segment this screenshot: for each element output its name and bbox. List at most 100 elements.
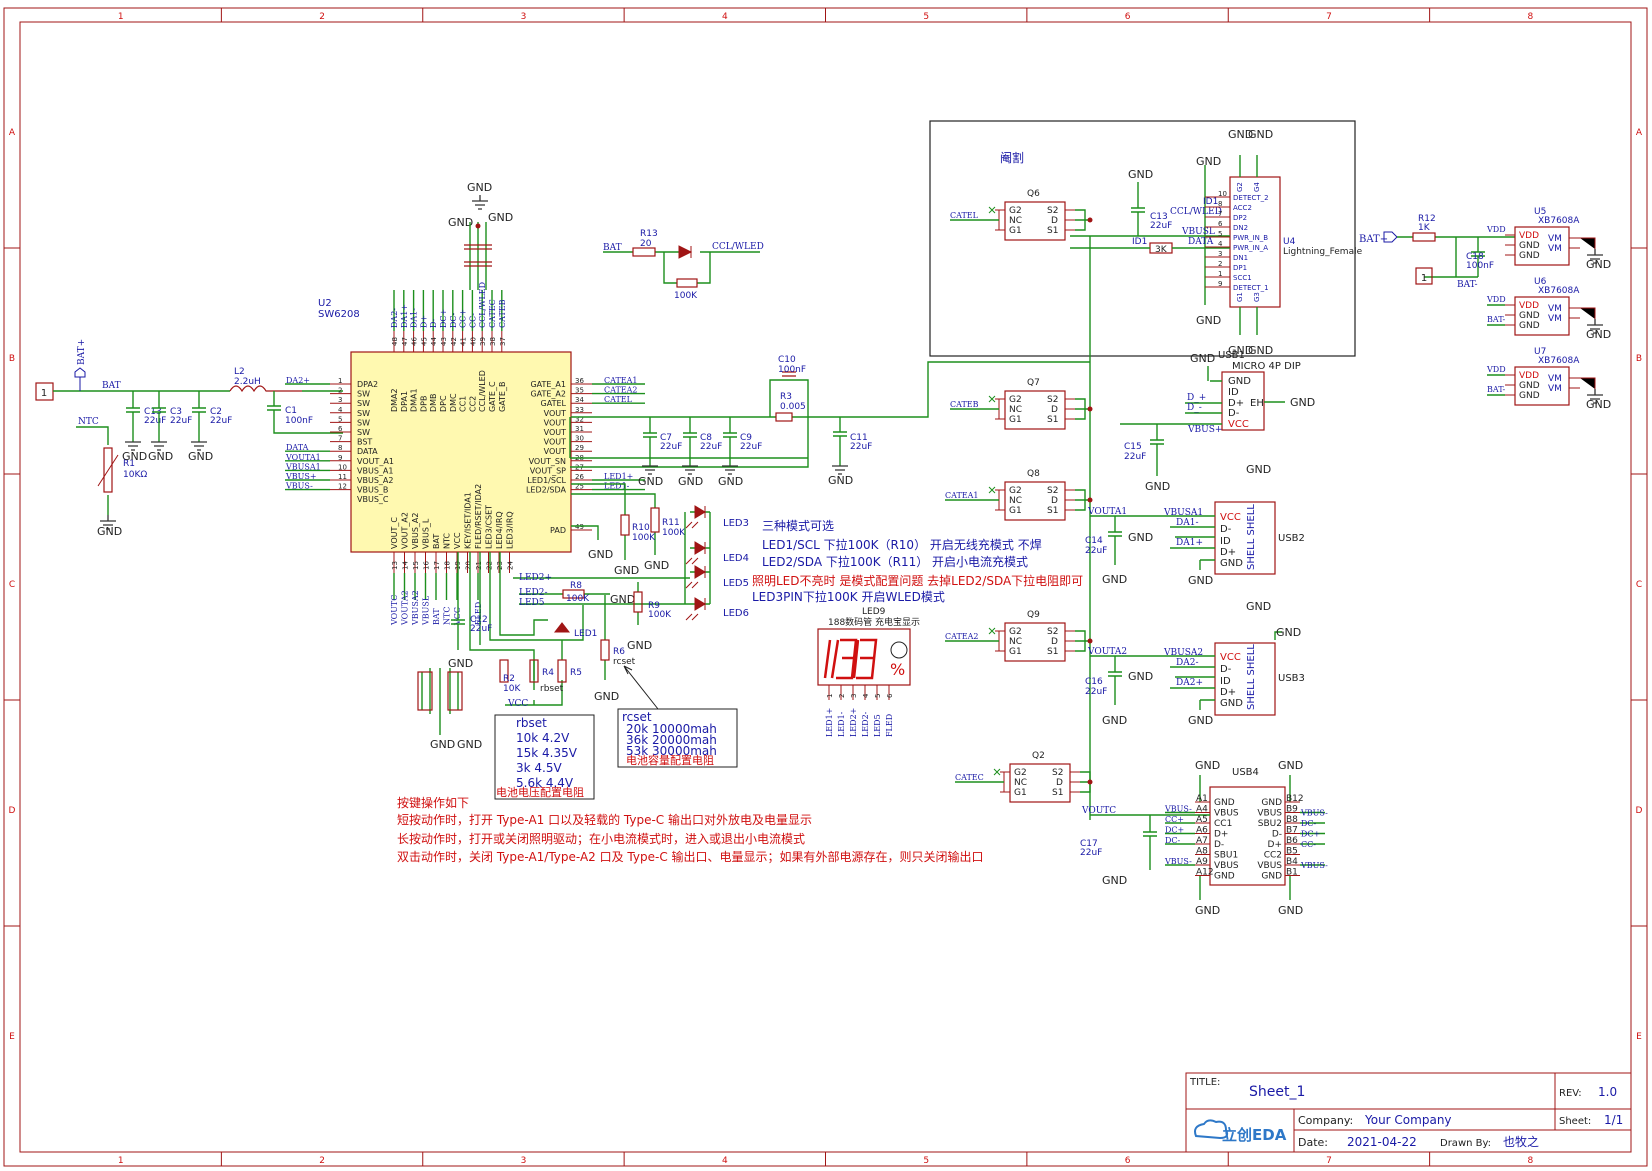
seg-pin-net: LED2+	[849, 708, 858, 737]
led4-label: LED4	[723, 553, 749, 564]
frame-column-label: 1	[118, 12, 124, 22]
chip-pin-name: VCC	[453, 532, 462, 549]
chip-pin-name: DATA	[357, 447, 378, 456]
gnd-label: GND	[1248, 344, 1273, 357]
chip-pin-name: DPA1	[400, 391, 409, 412]
usb4-ref: USB4	[1232, 767, 1259, 778]
chip-pin-number: 13	[391, 561, 399, 570]
mosfet-pin-name: G2	[1009, 627, 1022, 637]
chip-pin-name: BST	[357, 438, 372, 447]
usb3-pin: VCC	[1220, 652, 1241, 663]
mosfet-pin-name: G1	[1009, 647, 1022, 657]
company-value: Your Company	[1364, 1113, 1452, 1127]
frame-column-label: 5	[923, 1156, 929, 1166]
usb4-pin-name: GND	[1261, 798, 1282, 808]
chip-pin-number: 25	[575, 483, 584, 491]
percent-icon: %	[890, 660, 905, 679]
u4-pin-name: DETECT_2	[1233, 194, 1269, 202]
u4-pin-number: 6	[1218, 220, 1223, 228]
frame-column-label: 8	[1527, 1156, 1533, 1166]
c2-value: 22uF	[210, 416, 232, 426]
usb3-pin: ID	[1220, 676, 1231, 687]
frame-row-label: A	[1636, 128, 1643, 138]
seven-segment-display: LED9 188数码管 充电宝显示 %	[817, 607, 920, 686]
c8-value: 22uF	[700, 442, 722, 452]
seg-pin-net: LED1+	[825, 708, 834, 737]
led6-label: LED6	[723, 608, 749, 619]
chip-pin-number: 9	[338, 454, 342, 462]
c11-ref: C11	[850, 433, 868, 443]
chip-net-label: DA1+	[400, 304, 409, 328]
gnd-label: GND	[1128, 168, 1153, 181]
chip-pin-number: 49	[575, 523, 584, 531]
key-note-line: 双击动作时，关闭 Type-A1/Type-A2 口及 Type-C 输出口、电…	[397, 849, 984, 864]
frame-row-label: D	[9, 806, 16, 816]
rcset-title: rcset	[622, 710, 652, 724]
chip-pin-name: DMC	[449, 393, 458, 412]
xb-name: XB7608A	[1538, 356, 1580, 366]
frame-row-label: B	[9, 354, 15, 364]
mosfet-gate-net: CATEA1	[945, 491, 979, 500]
frame-row-label: E	[9, 1032, 15, 1042]
gnd-label: GND	[1195, 904, 1220, 917]
gnd-label: GND	[614, 564, 639, 577]
led-diode-icon	[694, 505, 706, 519]
rev-value: 1.0	[1598, 1085, 1617, 1099]
seg-pin-number: 4	[862, 693, 870, 698]
r2-value: 10K	[503, 684, 521, 694]
usb2-pin: VCC	[1220, 512, 1241, 523]
usb4-connector: USB4 GND GND GND GND C17 22uF GND VOUTC	[1080, 759, 1303, 917]
rcset-row: 53k 30000mah	[626, 744, 717, 758]
chip-pin-number: 8	[338, 444, 342, 452]
l2-value: 2.2uH	[234, 377, 261, 387]
rbset-net: rbset	[540, 684, 564, 694]
net-da2p: DA2+	[1176, 678, 1203, 688]
net-bat-plus: BAT+	[1359, 234, 1388, 245]
xb-net-bat: BAT-	[1487, 385, 1506, 394]
gnd-label: GND	[430, 738, 455, 751]
title-block: TITLE: Sheet_1 REV: 1.0 Company: Your Co…	[1185, 1072, 1632, 1153]
xb-net-vdd: VDD	[1486, 365, 1506, 374]
mosfet-ref: Q8	[1027, 469, 1040, 479]
usb4-pin-number: A4	[1196, 805, 1208, 815]
chip-net-label: DA2+	[286, 376, 310, 385]
c7-value: 22uF	[660, 442, 682, 452]
gnd-label: GND	[448, 657, 473, 670]
r8-ref: R8	[570, 581, 582, 591]
seg-pin-number: 5	[874, 694, 882, 698]
usb4-pin-name: D-	[1214, 840, 1224, 850]
chip-pin-name: SW	[357, 390, 370, 399]
top-gnd-stack: GND GND GND	[448, 181, 513, 290]
chip-pin-name: FLED/RSET/IDA2	[474, 484, 483, 549]
c14-ref: C14	[1085, 536, 1103, 546]
c9-ref: C9	[740, 433, 752, 443]
c1-ref: C1	[285, 406, 297, 416]
mosfet-pin-name: S1	[1047, 226, 1058, 236]
usb2-pin: ID	[1220, 536, 1231, 547]
usb1-pin: D-	[1228, 408, 1240, 419]
usb4-pin-name: GND	[1261, 872, 1282, 882]
c18-ref: C18	[1466, 252, 1484, 262]
chip-net-label: CATEL	[604, 395, 633, 404]
net-voutc: VOUTC	[1081, 806, 1116, 816]
chip-net-label: CATEA1	[604, 376, 638, 385]
xb-name: XB7608A	[1538, 216, 1580, 226]
usb3-connector: USB3 VCC D- ID D+ GND SHELL SHELL VBUSA2…	[1085, 626, 1305, 727]
sw6208-chip: U2 SW6208	[318, 298, 572, 553]
chip-pin-number: 46	[411, 337, 419, 346]
xb-pin-name: GND	[1519, 391, 1540, 401]
c17-value: 22uF	[1080, 848, 1102, 858]
rcset-table: rcset 20k 10000mah 36k 20000mah 53k 3000…	[617, 665, 738, 768]
chip-pin-name: BAT	[432, 534, 441, 549]
id1-value: 3K	[1155, 245, 1168, 255]
chip-pin-number: 18	[444, 561, 452, 570]
chip-pin-number: 38	[489, 337, 497, 346]
seg-pin-number: 1	[826, 694, 834, 698]
xb-pin-name: GND	[1519, 241, 1540, 251]
u4-pin-name: G4	[1253, 182, 1261, 192]
chip-pin-name: CC1	[459, 396, 468, 412]
chip-pin-number: 37	[499, 337, 507, 346]
frame-column-label: 6	[1125, 12, 1131, 22]
chip-pin-name: VOUT_SP	[530, 466, 566, 475]
chip-pin-name: VBUS_A2	[357, 476, 393, 485]
